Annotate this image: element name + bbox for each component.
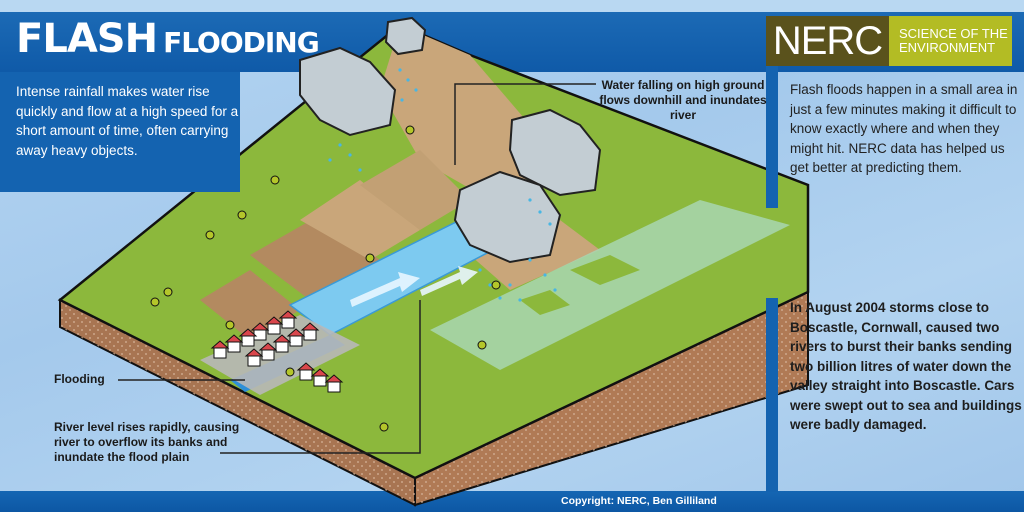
nerc-logo-main: NERC: [766, 16, 889, 66]
title-word-flash: FLASH: [16, 16, 158, 62]
rain: [328, 68, 557, 302]
trees: [150, 125, 501, 432]
title-word-flooding: FLOODING: [163, 26, 320, 59]
clouds: [299, 16, 602, 264]
tagline-line2: ENVIRONMENT: [899, 40, 996, 55]
intro-panel: [0, 72, 240, 192]
boscastle-panel-bar: [766, 298, 778, 492]
nerc-logo: NERC SCIENCE OF THE ENVIRONMENT: [766, 16, 1012, 66]
info-panel-text: Flash floods happen in a small area in j…: [790, 82, 1018, 175]
info-panel-bar: [766, 66, 778, 208]
label-flooding: Flooding: [54, 372, 105, 386]
intro-text: Intense rainfall makes water rise quickl…: [16, 84, 239, 158]
tagline-line1: SCIENCE OF THE: [899, 26, 1008, 41]
footer-band: [0, 491, 1024, 512]
flood-plain: [430, 200, 790, 370]
label-water-falling: Water falling on high ground flows downh…: [599, 78, 767, 122]
copyright-text: Copyright: NERC, Ben Gilliland: [561, 495, 717, 507]
town-area: [200, 315, 360, 395]
houses: [213, 317, 341, 393]
top-strip: [0, 0, 1024, 12]
nerc-logo-tagline: SCIENCE OF THE ENVIRONMENT: [889, 16, 1012, 66]
boscastle-panel-text: In August 2004 storms close to Boscastle…: [790, 300, 1022, 432]
label-river-level: River level rises rapidly, causing river…: [54, 420, 240, 464]
